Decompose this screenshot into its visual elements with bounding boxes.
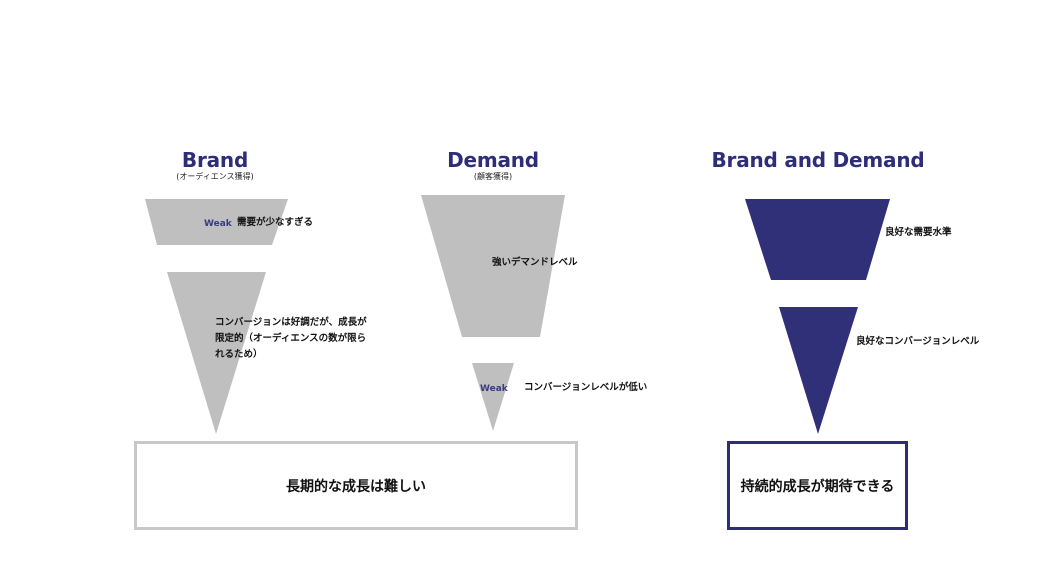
- demand-weak-label: Weak: [480, 384, 508, 394]
- demand-bottom-label: コンバージョンレベルが低い: [524, 382, 648, 393]
- brand-title: Brand: [181, 148, 249, 172]
- brand-bottom-label: コンバージョンは好調だが、成長が 限定的（オーディエンスの数が限ら れるため）: [215, 315, 367, 363]
- brand-result-text: 長期的な成長は難しい: [286, 478, 426, 495]
- bd-bottom-label: 良好なコンバージョンレベル: [856, 336, 980, 347]
- bd-result-box: 持続的成長が期待できる: [727, 441, 908, 530]
- demand-title: Demand: [447, 148, 539, 172]
- demand-bottom-funnel-segment: [472, 363, 514, 431]
- brand-bottom-funnel-segment: [167, 272, 266, 434]
- demand-subtitle: (顧客獲得): [473, 172, 513, 181]
- brand-top-funnel-segment: [145, 199, 288, 245]
- brand-weak-label: Weak: [204, 219, 232, 229]
- brand-bottom-label-line: 限定的（オーディエンスの数が限ら: [215, 333, 367, 344]
- brand-bottom-label-line: れるため）: [215, 349, 263, 360]
- bd-bottom-funnel-segment: [779, 307, 858, 434]
- bd-result-text: 持続的成長が期待できる: [740, 478, 895, 495]
- bd-top-label: 良好な需要水準: [885, 227, 952, 238]
- bd-top-funnel-segment: [745, 199, 890, 280]
- brand-bottom-label-line: コンバージョンは好調だが、成長が: [215, 317, 367, 328]
- demand-top-label: 強いデマンドレベル: [492, 257, 578, 268]
- brand-top-label: 需要が少なすぎる: [237, 217, 314, 228]
- demand-top-funnel-segment: [421, 195, 565, 337]
- brand-subtitle: (オーディエンス獲得): [176, 172, 254, 181]
- bd-title: Brand and Demand: [711, 148, 925, 172]
- brand-demand-result-box: 長期的な成長は難しい: [134, 441, 578, 530]
